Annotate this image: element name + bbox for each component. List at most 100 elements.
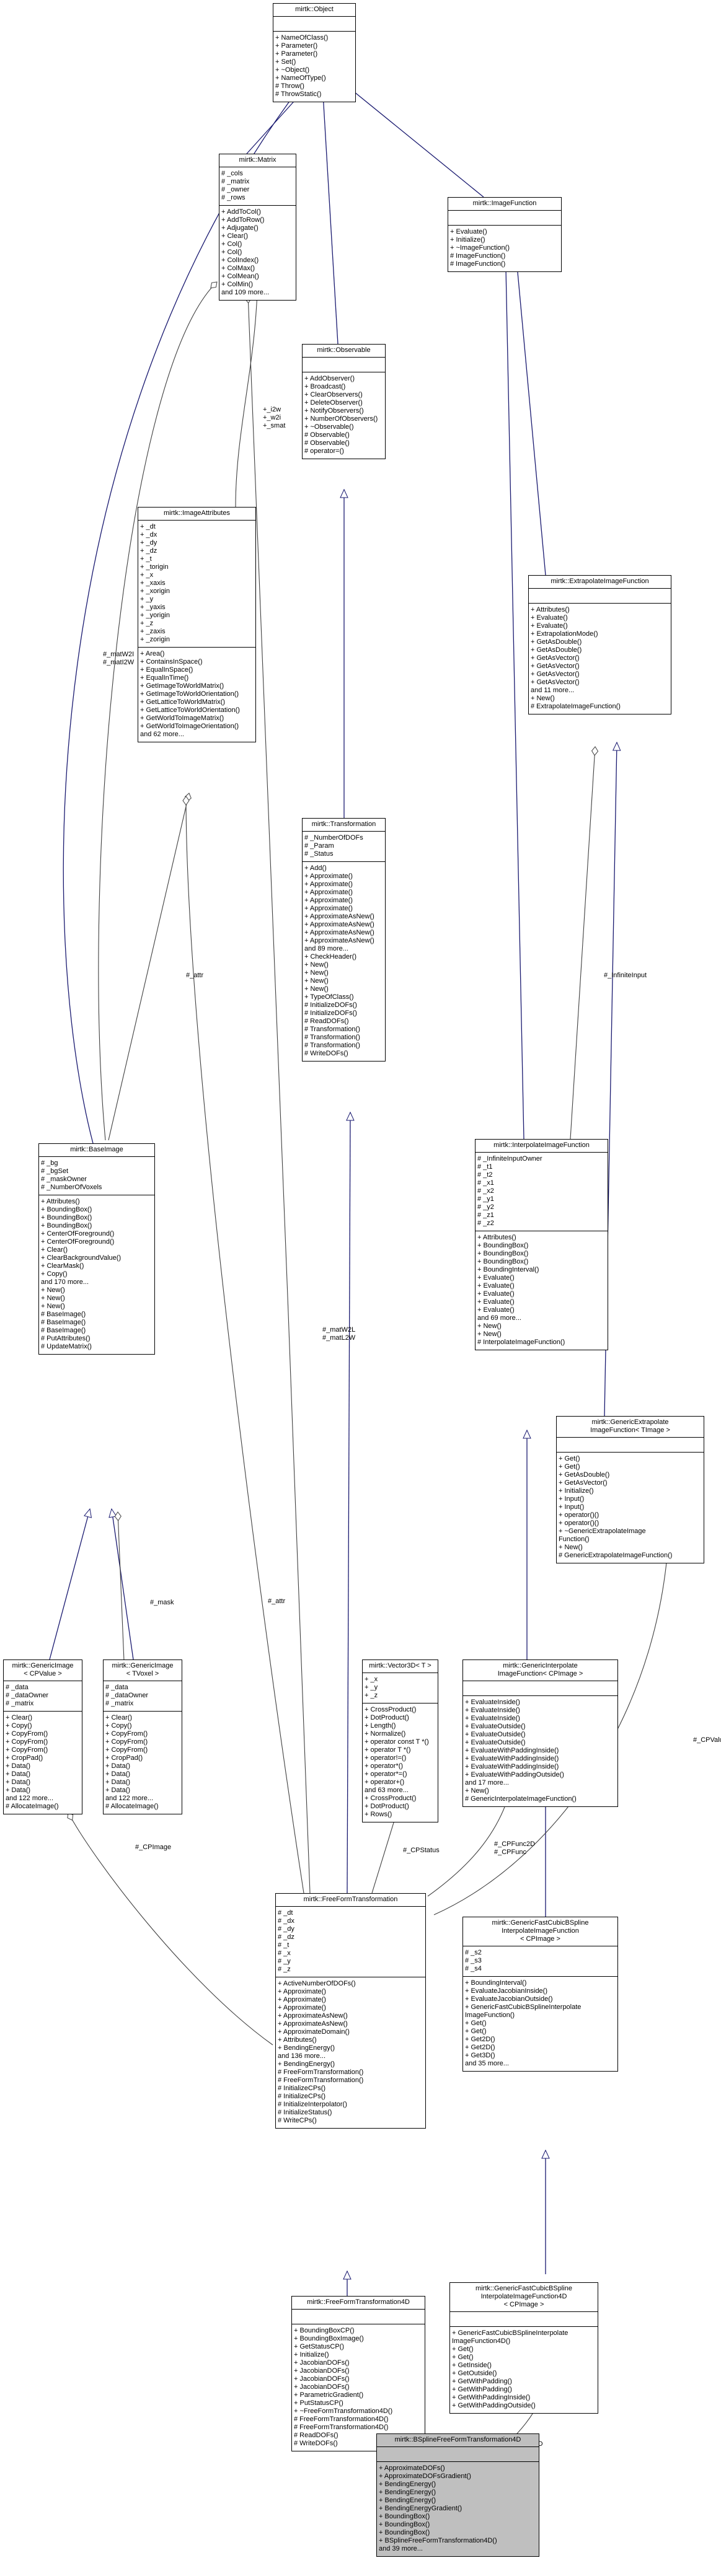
class-box-interpolate[interactable]: mirtk::InterpolateImageFunction# _Infini…: [475, 1139, 608, 1350]
operation: + TypeOfClass(): [304, 993, 354, 1001]
edge-baseimage-attr: [108, 793, 192, 1141]
operation: + GetInside(): [452, 2362, 492, 2369]
operation: + Approximate(): [278, 1988, 326, 1995]
operation: + Clear(): [105, 1714, 133, 1721]
operation: # WriteDOFs(): [304, 1050, 348, 1057]
operation: + Col(): [221, 248, 242, 256]
edge-label-line: +_i2w: [263, 406, 281, 413]
class-name-line: mirtk::GenericExtrapolate: [591, 1418, 669, 1426]
class-box-object[interactable]: mirtk::Object+ NameOfClass()+ Parameter(…: [273, 3, 356, 102]
class-box-baseimage[interactable]: mirtk::BaseImage# _bg# _bgSet# _maskOwne…: [38, 1143, 155, 1355]
operation: + Normalize(): [365, 1730, 406, 1738]
attributes-section: # _InfiniteInputOwner# _t1# _t2# _x1# _x…: [476, 1153, 608, 1231]
operation: + Copy(): [6, 1722, 32, 1730]
operation: + Length(): [365, 1722, 396, 1730]
operation: and 122 more...: [6, 1795, 54, 1802]
operation: and 170 more...: [41, 1278, 89, 1286]
operation: + BoundingBoxImage(): [294, 2335, 364, 2342]
attributes-section: [273, 17, 355, 32]
edge-label-infinite-input: #_InfiniteInput: [604, 972, 647, 980]
attribute: # _t1: [477, 1163, 493, 1171]
attribute: # _data: [105, 1684, 128, 1691]
operation: + Get(): [452, 2345, 474, 2353]
attribute: # _rows: [221, 194, 245, 201]
attribute: # _t: [278, 1941, 290, 1949]
class-box-genericimage_tv[interactable]: mirtk::GenericImage< TVoxel ># _data# _d…: [103, 1659, 182, 1814]
edge-label-baseimage-attr: #_attr: [186, 972, 203, 980]
class-box-observable[interactable]: mirtk::Observable+ AddObserver()+ Broadc…: [302, 344, 386, 459]
operation: + BoundingBox(): [477, 1258, 529, 1265]
edge-label-ffd-matrix: #_matW2L #_matL2W: [322, 1326, 355, 1342]
operation: + GetAsDouble(): [531, 638, 582, 646]
attribute: + _zaxis: [140, 628, 166, 635]
attribute: # _dataOwner: [105, 1692, 149, 1699]
class-box-matrix[interactable]: mirtk::Matrix# _cols# _matrix# _owner# _…: [219, 154, 296, 301]
class-box-imageattributes[interactable]: mirtk::ImageAttributes+ _dt+ _dx+ _dy+ _…: [138, 507, 256, 742]
class-box-vector3d[interactable]: mirtk::Vector3D< T >+ _x+ _y+ _z+ CrossP…: [362, 1659, 438, 1822]
class-box-imagefunction[interactable]: mirtk::ImageFunction+ Evaluate()+ Initia…: [448, 197, 562, 272]
attribute: + _x: [365, 1676, 378, 1683]
attributes-section: [377, 2447, 539, 2462]
edge-label-matrix-attr: +_i2w +_w2i +_smat: [263, 406, 285, 430]
operation: + Rows(): [365, 1811, 392, 1818]
operation: # Throw(): [275, 82, 304, 90]
operation: + AddObserver(): [304, 375, 355, 382]
edge-interpolate-imagefunction: [501, 237, 524, 1140]
attribute: # _y2: [477, 1203, 494, 1211]
operation: + GetAsVector(): [531, 654, 580, 662]
attribute: # _dt: [278, 1909, 293, 1917]
operation: + BendingEnergy(): [379, 2481, 436, 2488]
edge-label-line: #_CPImage: [135, 1844, 172, 1851]
operations-section: + ActiveNumberOfDOFs()+ Approximate()+ A…: [276, 1977, 425, 2128]
class-box-transformation[interactable]: mirtk::Transformation# _NumberOfDOFs# _P…: [302, 818, 386, 1062]
operation: + JacobianDOFs(): [294, 2359, 350, 2367]
operations-section: + NameOfClass()+ Parameter()+ Parameter(…: [273, 32, 355, 102]
operation: + Get(): [559, 1455, 580, 1462]
operation: + Adjugate(): [221, 224, 259, 232]
operation: + EqualInSpace(): [140, 666, 193, 674]
class-box-genericimage_cv[interactable]: mirtk::GenericImage< CPValue ># _data# _…: [3, 1659, 82, 1814]
operation: and 122 more...: [105, 1795, 154, 1802]
operation: + BendingEnergy(): [379, 2489, 436, 2496]
attribute: + _xaxis: [140, 579, 166, 587]
class-box-ffd4d[interactable]: mirtk::FreeFormTransformation4D+ Boundin…: [291, 2296, 425, 2451]
operation: + Approximate(): [304, 873, 353, 880]
operation: # Transformation(): [304, 1026, 360, 1033]
attributes-section: + _dt+ _dx+ _dy+ _dz+ _t+ _torigin+ _x+ …: [138, 521, 255, 648]
class-box-bsffd4d[interactable]: mirtk::BSplineFreeFormTransformation4D+ …: [376, 2433, 539, 2557]
operations-section: + Attributes()+ BoundingBox()+ BoundingB…: [476, 1231, 608, 1350]
operation: + Approximate(): [304, 905, 353, 912]
operation: + GetLatticeToWorldMatrix(): [140, 698, 226, 706]
class-box-extrapolate[interactable]: mirtk::ExtrapolateImageFunction+ Attribu…: [528, 575, 671, 714]
operation: + ParametricGradient(): [294, 2391, 364, 2399]
class-name-line: mirtk::GenericFastCubicBSpline: [476, 2285, 572, 2292]
operation: + DeleteObserver(): [304, 399, 363, 407]
operation: + ApproximateAsNew(): [304, 937, 374, 944]
operation: and 39 more...: [379, 2545, 423, 2552]
class-name-line: mirtk::FreeFormTransformation: [303, 1896, 398, 1903]
operation: + New(): [531, 695, 555, 702]
class-box-ffd[interactable]: mirtk::FreeFormTransformation# _dt# _dx#…: [275, 1893, 426, 2129]
operations-section: + Clear()+ Copy()+ CopyFrom()+ CopyFrom(…: [104, 1712, 182, 1814]
edge-label-cpstatus: #_CPStatus: [403, 1847, 440, 1855]
operation: + Input(): [559, 1495, 585, 1503]
operation: + New(): [304, 969, 329, 977]
class-name-line: < CPValue >: [24, 1670, 62, 1677]
operation: + ContainsInSpace(): [140, 658, 203, 666]
operation: + Clear(): [41, 1246, 68, 1254]
attributes-section: # _bg# _bgSet# _maskOwner# _NumberOfVoxe…: [39, 1157, 154, 1195]
operation: + Approximate(): [278, 1996, 326, 2003]
operation: + New(): [41, 1295, 65, 1302]
attribute: # _InfiniteInputOwner: [477, 1155, 542, 1163]
edge-ffd-transformation: [346, 1111, 355, 1894]
attribute: # _z1: [477, 1211, 494, 1219]
attribute: # _NumberOfDOFs: [304, 834, 363, 842]
class-name-line: mirtk::BaseImage: [70, 1146, 123, 1153]
